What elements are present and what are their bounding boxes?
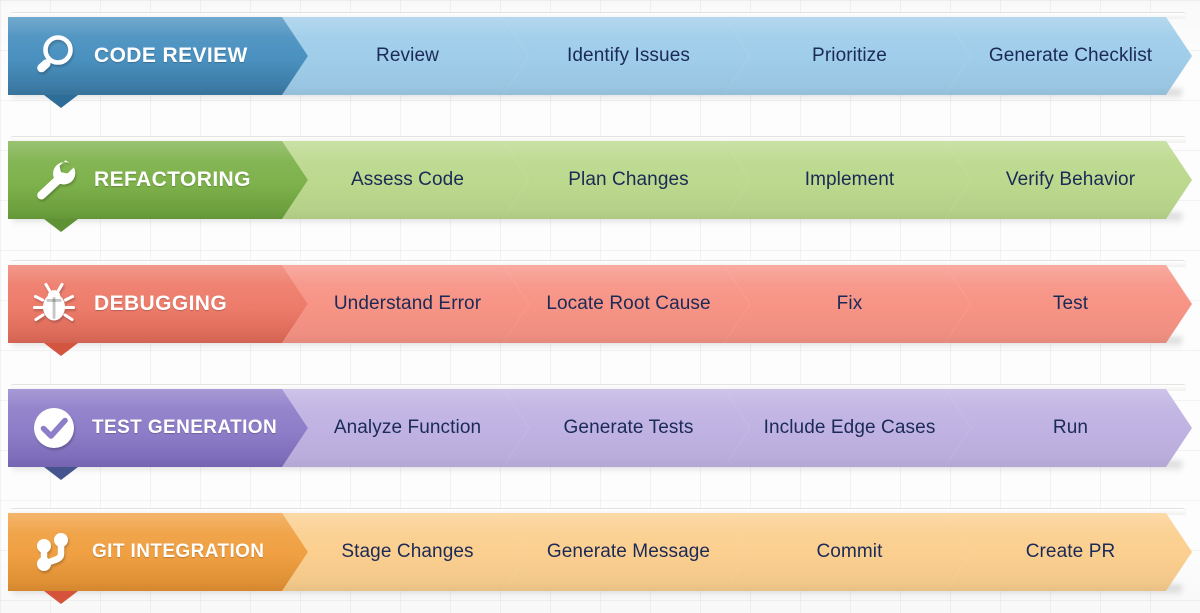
bug-icon [30,280,78,328]
workflow-step-git-integration-3[interactable]: Commit [724,513,971,591]
workflow-step-label: Locate Root Cause [546,293,711,314]
step-arrow-shape [282,389,529,467]
step-arrow-shape [503,513,750,591]
workflow-step-code-review-2[interactable]: Identify Issues [503,17,750,95]
row-top-edge [10,508,1186,515]
workflow-step-label: Stage Changes [341,541,474,562]
step-arrow-shape [503,389,750,467]
step-arrow-shape [282,513,529,591]
header-arrow-shape [8,17,308,95]
workflow-header-label: CODE REVIEW [94,44,248,67]
workflow-step-label: Create PR [1025,541,1116,562]
workflow-step-code-review-1[interactable]: Review [282,17,529,95]
workflow-step-debugging-3[interactable]: Fix [724,265,971,343]
check-circle-icon [30,404,78,452]
workflow-step-test-generation-1[interactable]: Analyze Function [282,389,529,467]
workflow-step-label: Generate Checklist [988,45,1153,66]
workflow-step-label: Plan Changes [568,169,689,190]
workflow-header-label: TEST GENERATION [92,417,278,438]
workflow-row-code-review: CODE REVIEW Review Identify Issues Prioriti… [8,12,1192,108]
step-arrow-shape [503,141,750,219]
workflow-row-debugging: DEBUGGING Understand Error Locate Root Cau… [8,260,1192,356]
workflow-header-git-integration[interactable]: GIT INTEGRATION [8,513,308,591]
workflow-header-debugging[interactable]: DEBUGGING [8,265,308,343]
step-arrow-shape [945,141,1192,219]
workflow-step-label: Implement [804,169,895,190]
workflow-step-label: Generate Tests [563,417,694,438]
workflow-step-git-integration-2[interactable]: Generate Message [503,513,750,591]
magnifier-icon [30,32,78,80]
workflow-step-label: Test [1052,293,1089,314]
workflow-row-refactoring: REFACTORING Assess Code Plan Changes Implem… [8,136,1192,232]
row-top-edge [10,136,1186,143]
workflow-step-refactoring-4[interactable]: Verify Behavior [945,141,1192,219]
workflow-step-refactoring-3[interactable]: Implement [724,141,971,219]
step-arrow-shape [724,17,971,95]
workflow-header-label: GIT INTEGRATION [92,541,265,562]
workflow-step-label: Run [1052,417,1089,438]
step-arrow-shape [945,265,1192,343]
step-arrow-shape [945,513,1192,591]
workflow-step-label: Review [376,45,439,66]
row-top-edge [10,384,1186,391]
workflow-header-refactoring[interactable]: REFACTORING [8,141,308,219]
workflow-header-code-review[interactable]: CODE REVIEW [8,17,308,95]
workflow-step-test-generation-2[interactable]: Generate Tests [503,389,750,467]
workflow-step-label: Fix [836,293,863,314]
workflow-step-refactoring-2[interactable]: Plan Changes [503,141,750,219]
workflow-step-debugging-4[interactable]: Test [945,265,1192,343]
workflow-step-code-review-3[interactable]: Prioritize [724,17,971,95]
workflow-step-label: Verify Behavior [1005,169,1136,190]
workflow-step-git-integration-1[interactable]: Stage Changes [282,513,529,591]
workflow-step-test-generation-4[interactable]: Run [945,389,1192,467]
row-top-edge [10,260,1186,267]
header-arrow-shape [8,265,308,343]
workflow-step-debugging-1[interactable]: Understand Error [282,265,529,343]
step-arrow-shape [503,265,750,343]
workflow-step-test-generation-3[interactable]: Include Edge Cases [724,389,971,467]
git-branch-icon [30,528,78,576]
workflow-step-refactoring-1[interactable]: Assess Code [282,141,529,219]
workflow-step-label: Identify Issues [567,45,690,66]
step-arrow-shape [724,265,971,343]
step-arrow-shape [724,513,971,591]
workflow-step-label: Assess Code [350,169,465,190]
step-arrow-shape [503,17,750,95]
workflow-step-label: Prioritize [812,45,887,66]
workflow-header-label: REFACTORING [94,168,251,191]
workflow-step-code-review-4[interactable]: Generate Checklist [945,17,1192,95]
step-arrow-shape [282,265,529,343]
workflow-step-label: Include Edge Cases [763,417,936,438]
workflow-row-test-generation: TEST GENERATION Analyze Function Generate … [8,384,1192,480]
step-arrow-shape [724,389,971,467]
step-arrow-shape [724,141,971,219]
step-arrow-shape [282,17,529,95]
step-arrow-shape [945,389,1192,467]
workflow-header-label: DEBUGGING [94,292,228,315]
workflow-step-debugging-2[interactable]: Locate Root Cause [503,265,750,343]
workflow-row-git-integration: GIT INTEGRATION Stage Changes Generate Mes… [8,508,1192,604]
workflow-step-label: Understand Error [333,293,482,314]
wrench-icon [30,156,78,204]
workflow-step-label: Generate Message [546,541,711,562]
step-arrow-shape [945,17,1192,95]
workflow-header-test-generation[interactable]: TEST GENERATION [8,389,308,467]
workflow-step-label: Commit [816,541,883,562]
row-top-edge [10,12,1186,19]
step-arrow-shape [282,141,529,219]
workflow-step-label: Analyze Function [333,417,482,438]
workflow-step-git-integration-4[interactable]: Create PR [945,513,1192,591]
